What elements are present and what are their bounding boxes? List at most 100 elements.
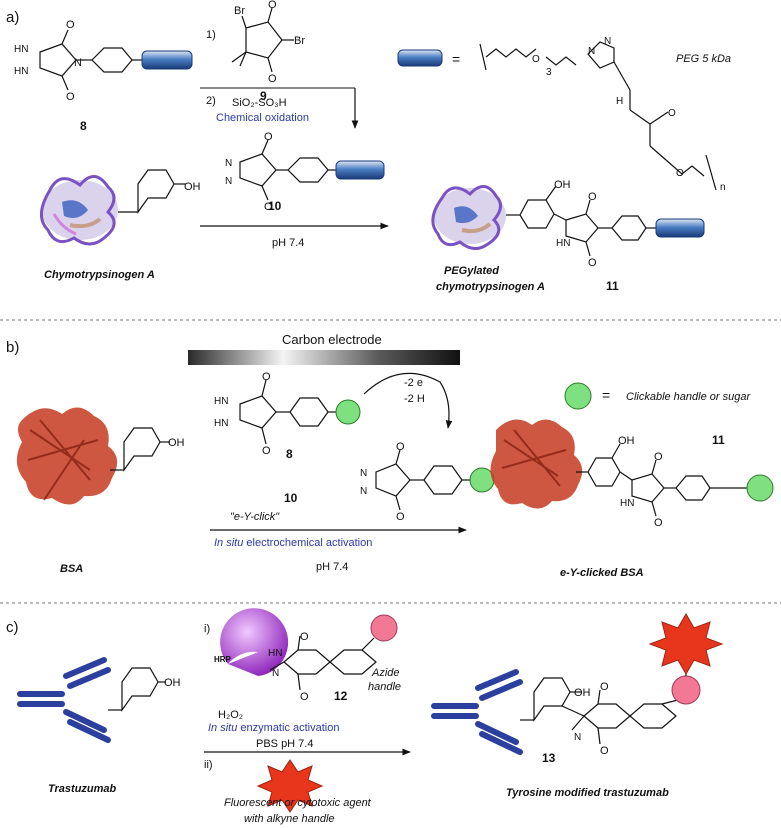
equals-sign-a: =	[452, 51, 460, 67]
product-name-b: e-Y-clicked BSA	[560, 567, 644, 579]
atom-N: N	[360, 486, 367, 497]
atom-N: N	[74, 57, 82, 69]
proton-loss-label: -2 H	[404, 393, 425, 405]
atom-O: O	[676, 168, 684, 179]
ph-label-a: pH 7.4	[272, 237, 304, 249]
atom-O: O	[588, 257, 597, 269]
ph-label-b: pH 7.4	[316, 561, 348, 573]
atom-HN: HN	[556, 238, 570, 249]
agent-star-icon	[256, 759, 324, 813]
peg-block-legend-icon	[397, 49, 443, 67]
compound-8-label-b: 8	[286, 447, 293, 461]
atom-O: O	[396, 511, 405, 523]
atom-N: N	[272, 668, 279, 679]
atom-O: O	[600, 745, 609, 757]
reagent-9-structure: Br Br O O	[231, 0, 305, 85]
step-i-label: i)	[204, 623, 210, 635]
atom-O: O	[66, 91, 75, 103]
trastuzumab-antibody-icon	[17, 657, 111, 743]
compound-12-structure: O O HN N	[268, 631, 377, 703]
panel-a-label: a)	[6, 9, 19, 26]
h2o2-label: H₂O₂	[218, 709, 243, 721]
chemical-oxidation-text: Chemical oxidation	[216, 112, 309, 124]
bsa-protein-icon	[16, 407, 118, 505]
atom-OH: OH	[574, 687, 591, 699]
compound-11-label-b: 11	[712, 433, 725, 447]
peg-block-icon	[141, 50, 193, 70]
carbon-electrode-label: Carbon electrode	[282, 332, 382, 347]
atom-O: O	[262, 371, 271, 383]
atom-O: O	[300, 691, 309, 703]
atom-HN: HN	[214, 396, 228, 407]
atom-O: O	[264, 201, 273, 213]
hrp-label: HRP	[214, 655, 232, 664]
compound-10-structure-b: N N O O	[360, 441, 470, 523]
protein-name-c: Trastuzumab	[48, 783, 117, 795]
tyrosine-urazole-adduct-b: OH O O HN	[576, 435, 748, 529]
atom-N: N	[360, 468, 367, 479]
atom-O: O	[268, 73, 277, 85]
compound-8-structure-a: O O HN HN N	[14, 19, 142, 103]
protein-name-a: Chymotrypsinogen A	[44, 269, 155, 281]
chymotrypsinogen-protein-icon	[40, 175, 118, 246]
clickable-handle-icon	[746, 474, 774, 502]
tyrosine-phenol-c: OH	[108, 667, 181, 712]
compound-10-label: 10	[268, 199, 282, 213]
e-y-click-label: "e-Y-click"	[230, 511, 280, 523]
atom-O: O	[668, 108, 676, 119]
atom-O: O	[654, 517, 663, 529]
handle-label: handle	[368, 681, 401, 693]
atom-Br: Br	[234, 5, 245, 17]
buffer-label: PBS pH 7.4	[256, 738, 313, 750]
step-2-label: 2)	[206, 95, 216, 107]
atom-O: O	[532, 54, 540, 65]
activation-label-c: In situ enzymatic activation	[208, 722, 339, 734]
atom-N: N	[574, 732, 581, 743]
atom-O: O	[654, 451, 663, 463]
product-name-a-line2: chymotrypsinogen A	[436, 281, 545, 293]
step-1-label: 1)	[206, 29, 216, 41]
atom-HN: HN	[14, 44, 28, 55]
tyrosine-luminol-adduct: OH O O N	[520, 677, 679, 757]
atom-H: H	[616, 96, 623, 107]
electrochemical-curved-arrow	[363, 372, 453, 429]
compound-8-structure-b: O O HN HN	[214, 371, 336, 457]
azide-handle-icon	[370, 614, 398, 642]
atom-N: N	[604, 36, 611, 47]
atom-N: N	[225, 158, 232, 169]
atom-O: O	[264, 131, 273, 143]
atom-HN: HN	[268, 648, 282, 659]
compound-10-label-b: 10	[284, 491, 298, 505]
antibody-product-icon	[431, 669, 523, 755]
product-name-c: Tyrosine modified trastuzumab	[506, 787, 669, 799]
tyrosine-phenol-a: OH	[118, 169, 201, 214]
compound-12-label: 12	[334, 689, 348, 703]
atom-N: N	[225, 176, 232, 187]
atom-N: N	[588, 46, 595, 57]
pegylated-protein-icon	[431, 185, 506, 250]
agent-label-line1: Fluorescent or cytotoxic agent	[224, 797, 372, 809]
peg-linker-structure: O N N H O O	[479, 36, 717, 191]
atom-OH: OH	[164, 677, 181, 689]
atom-Br: Br	[294, 35, 305, 47]
atom-OH: OH	[168, 437, 185, 449]
atom-O: O	[268, 0, 277, 11]
agent-star-icon	[648, 612, 724, 676]
product-name-a-line1: PEGylated	[444, 265, 499, 277]
peg-repeat-3: 3	[546, 67, 552, 78]
atom-HN: HN	[14, 66, 28, 77]
peg-block-icon	[655, 218, 705, 238]
peg-5kda-label: PEG 5 kDa	[676, 53, 731, 65]
tyrosine-phenol-b: OH	[110, 427, 185, 472]
activation-label-b: In situ electrochemical activation	[214, 537, 372, 549]
acid-reagent: SiO₂-SO₃H	[232, 97, 287, 109]
atom-HN: HN	[620, 498, 634, 509]
bsa-product-icon	[490, 419, 583, 509]
peg-block-icon	[335, 160, 385, 180]
compound-13-label: 13	[542, 751, 556, 765]
legend-clickable-handle: Clickable handle or sugar	[626, 391, 751, 403]
compound-10-structure-a: N N O O	[225, 131, 336, 213]
electron-loss-label: -2 e	[404, 377, 423, 389]
tyrosine-urazole-adduct-a: OH O O HN	[506, 179, 656, 269]
